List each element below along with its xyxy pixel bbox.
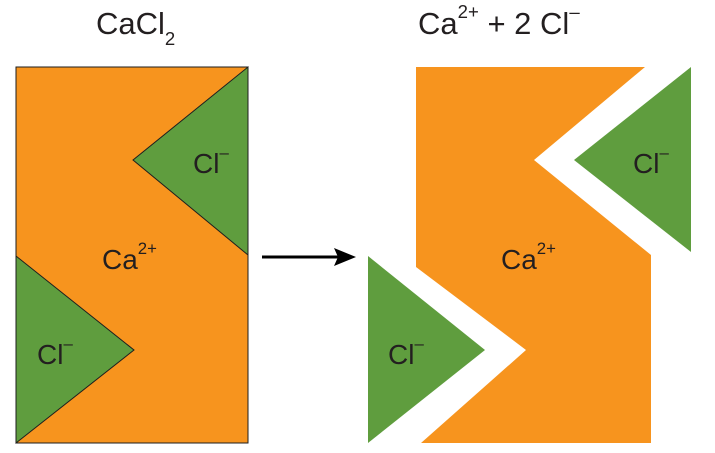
chloride-charge: –: [219, 143, 229, 163]
product-anion-charge: –: [569, 1, 580, 23]
reactant-formula: CaCl2: [96, 6, 175, 48]
chloride-label-lower-right: Cl–: [388, 336, 424, 370]
calcium-charge: 2+: [137, 239, 157, 259]
calcium-charge: 2+: [536, 239, 556, 259]
chloride-charge: –: [63, 334, 73, 354]
calcium-symbol: Ca: [501, 244, 537, 275]
product-cation-charge: 2+: [457, 1, 479, 23]
chloride-charge: –: [414, 334, 424, 354]
calcium-label-left: Ca2+: [102, 241, 157, 275]
chloride-label-upper-right: Cl–: [633, 145, 669, 179]
chloride-ion-shape-upper-right: [574, 67, 691, 252]
chloride-charge: –: [659, 143, 669, 163]
reaction-arrow: [262, 248, 356, 266]
product-formula: Ca2+ + 2 Cl–: [418, 2, 580, 41]
chloride-label-lower-left: Cl–: [37, 336, 73, 370]
chloride-label-upper-left: Cl–: [193, 145, 229, 179]
calcium-chloride-compound: [15, 65, 249, 445]
calcium-symbol: Ca: [102, 244, 138, 275]
calcium-label-right: Ca2+: [501, 241, 556, 275]
chloride-symbol: Cl: [388, 339, 415, 370]
separated-ions: [368, 67, 691, 443]
product-anion-term: + 2 Cl: [478, 6, 570, 41]
chloride-symbol: Cl: [37, 339, 64, 370]
compound-outline: [15, 66, 249, 444]
chloride-symbol: Cl: [633, 148, 660, 179]
reactant-formula-subscript: 2: [164, 27, 176, 49]
product-cation: Ca: [418, 6, 458, 41]
chloride-symbol: Cl: [193, 148, 220, 179]
reactant-formula-main: CaCl: [96, 6, 165, 41]
chloride-ion-shape-lower-right: [368, 256, 485, 443]
calcium-ion-shape-right: [416, 67, 651, 443]
